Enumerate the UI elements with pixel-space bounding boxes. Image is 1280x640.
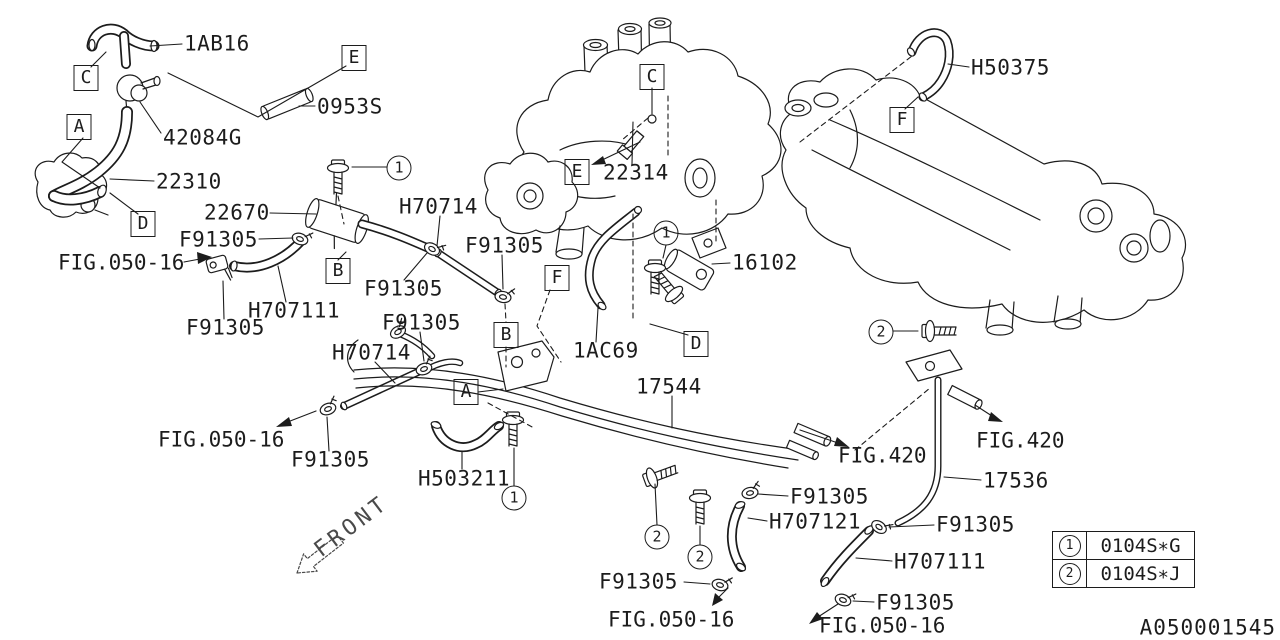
legend-callout-num: 2 (1053, 560, 1087, 587)
intake-manifold-drawing (779, 68, 1187, 336)
drawing-number: A050001545 (1139, 615, 1276, 640)
throttle-body-drawing (484, 17, 782, 260)
dashed-lines (337, 55, 931, 451)
fuel-pipe-rail-17544 (347, 330, 832, 469)
hose-H707111-bottom (820, 525, 874, 588)
fuel-pipe-17536 (894, 349, 983, 527)
pipe-H70714-lower (340, 358, 464, 411)
pipe-0953S (260, 87, 314, 121)
hose-H707111-left (229, 235, 307, 273)
hose-22670-outlet (357, 219, 435, 254)
reference-arrows (197, 156, 1003, 624)
leader-lines (61, 43, 993, 618)
valve-42084G (116, 74, 161, 113)
front-direction-arrow (296, 534, 345, 574)
hose-22310 (48, 106, 133, 206)
hose-1AB16 (86, 23, 160, 69)
hose-H50375 (906, 28, 954, 102)
hose-H707121 (726, 501, 747, 572)
legend-callout-num: 1 (1053, 532, 1087, 559)
legend-part-code: 0104S∗J (1100, 562, 1181, 585)
legend-circled-number: 2 (1058, 562, 1081, 585)
legend-row: 1 0104S∗G (1053, 532, 1194, 559)
pipe-H70714-upper (434, 248, 502, 298)
legend-part-code: 0104S∗G (1100, 534, 1181, 557)
quick-fitting-left (205, 254, 233, 281)
legend-row: 2 0104S∗J (1053, 559, 1194, 587)
legend-circled-number: 1 (1058, 534, 1081, 557)
hose-H503211 (430, 421, 505, 453)
fastener-legend-table: 1 0104S∗G 2 0104S∗J (1052, 531, 1195, 588)
hose-1AC69 (584, 205, 643, 311)
valve-16102 (663, 227, 727, 291)
